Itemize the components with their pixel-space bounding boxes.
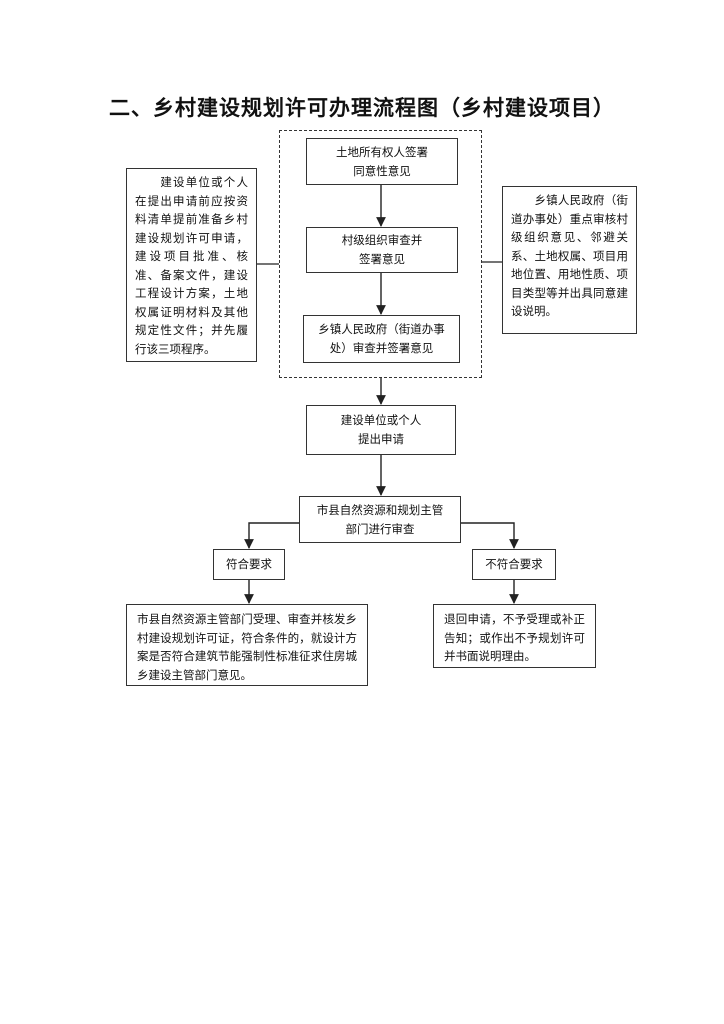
node-not-meets: 不符合要求: [472, 549, 556, 580]
node-village-review: 村级组织审查并 签署意见: [306, 227, 458, 273]
note-right: 乡镇人民政府（街道办事处）重点审核村级组织意见、邻避关系、土地权属、项目用地位置…: [502, 186, 637, 334]
node-approve: 市县自然资源主管部门受理、审查并核发乡村建设规划许可证，符合条件的，就设计方案是…: [126, 604, 368, 686]
node-town-review: 乡镇人民政府（街道办事 处）审查并签署意见: [303, 315, 460, 363]
note-left: 建设单位或个人在提出申请前应按资料清单提前准备乡村建设规划许可申请，建设项目批准…: [126, 168, 257, 362]
node-meets: 符合要求: [213, 549, 285, 580]
page-title: 二、乡村建设规划许可办理流程图（乡村建设项目）: [109, 96, 615, 120]
node-reject: 退回申请，不予受理或补正告知；或作出不予规划许可并书面说明理由。: [433, 604, 596, 668]
node-county-review: 市县自然资源和规划主管 部门进行审查: [299, 496, 461, 543]
branch-meets: [244, 522, 299, 549]
pre-application-frame: [279, 130, 482, 378]
branch-not-meets: [461, 522, 519, 549]
node-owner-sign: 土地所有权人签署 同意性意见: [306, 138, 458, 185]
node-apply: 建设单位或个人 提出申请: [306, 405, 456, 455]
